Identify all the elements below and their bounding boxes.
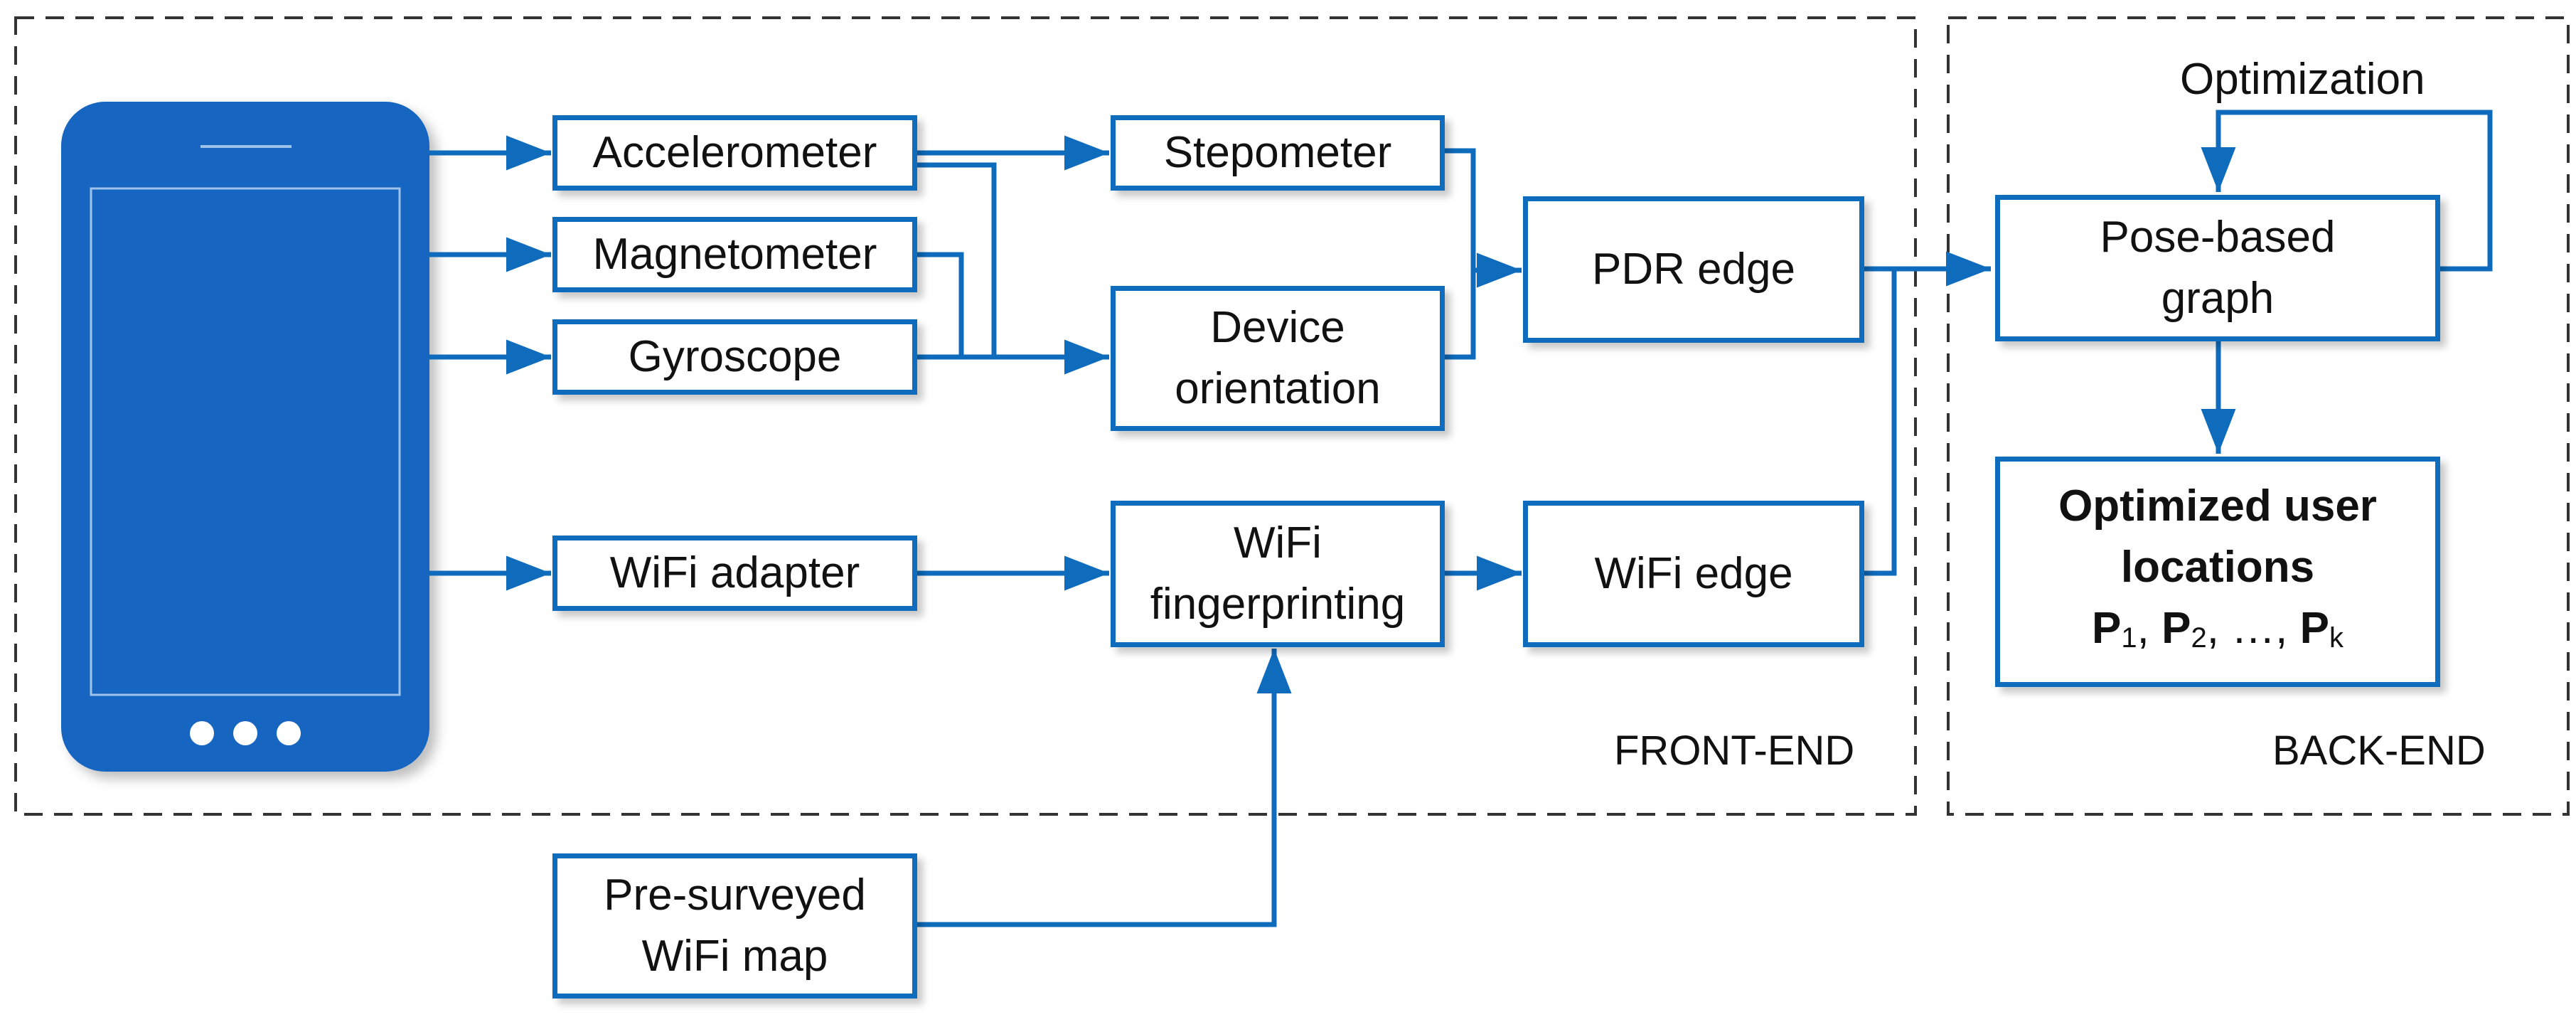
magnetometer-label: Magnetometer bbox=[592, 230, 877, 279]
optimization-label: Optimization bbox=[2180, 55, 2425, 104]
edge-accelerometer-orientation bbox=[917, 162, 997, 357]
point-ellipsis: … bbox=[2231, 603, 2276, 653]
front-end-label: FRONT-END bbox=[1614, 728, 1855, 774]
back-end-label: BACK-END bbox=[2272, 728, 2486, 774]
point-pk-symbol: P bbox=[2299, 603, 2329, 653]
stepometer-box: Stepometer bbox=[1111, 115, 1445, 191]
stepometer-label: Stepometer bbox=[1163, 128, 1392, 177]
back-end-region bbox=[1947, 16, 2570, 816]
point-separator: , bbox=[2275, 603, 2300, 653]
optimized-locations-line-2: locations bbox=[2120, 542, 2315, 592]
presurveyed-map-line-2: WiFi map bbox=[641, 932, 828, 981]
accelerometer-label: Accelerometer bbox=[592, 128, 877, 177]
phone-dot-icon bbox=[190, 721, 214, 745]
optimized-locations-line-1: Optimized user bbox=[2058, 481, 2377, 531]
edge-presurveyed-fingerprinting bbox=[917, 649, 1292, 927]
front-end-region bbox=[14, 16, 1917, 816]
optimized-locations-box: Optimized user locations P1, P2, …, Pk bbox=[1995, 457, 2440, 687]
phone-screen bbox=[90, 187, 401, 696]
pose-graph-line-1: Pose-based bbox=[2100, 213, 2336, 262]
point-p2-subscript: 2 bbox=[2191, 622, 2207, 654]
point-pk-subscript: k bbox=[2329, 622, 2343, 654]
presurveyed-map-box: Pre-surveyed WiFi map bbox=[552, 853, 917, 999]
gyroscope-box: Gyroscope bbox=[552, 319, 917, 395]
magnetometer-box: Magnetometer bbox=[552, 217, 917, 292]
wifi-edge-label: WiFi edge bbox=[1594, 549, 1793, 598]
wifi-fingerprinting-line-2: fingerprinting bbox=[1150, 580, 1406, 629]
point-separator: , bbox=[2206, 603, 2232, 653]
edge-wifi-posegraph bbox=[1864, 269, 1897, 576]
pose-graph-box: Pose-based graph bbox=[1995, 195, 2440, 341]
phone-dot-icon bbox=[277, 721, 301, 745]
phone-dot-icon bbox=[233, 721, 257, 745]
wifi-adapter-label: WiFi adapter bbox=[609, 548, 860, 597]
wifi-fingerprinting-line-1: WiFi bbox=[1234, 518, 1322, 568]
wifi-fingerprinting-box: WiFi fingerprinting bbox=[1111, 501, 1445, 647]
point-p1-subscript: 1 bbox=[2121, 622, 2137, 654]
gyroscope-label: Gyroscope bbox=[628, 332, 842, 381]
pose-graph-line-2: graph bbox=[2161, 274, 2275, 323]
accelerometer-box: Accelerometer bbox=[552, 115, 917, 191]
point-p2-symbol: P bbox=[2161, 603, 2191, 653]
edge-optimization-loop bbox=[2201, 110, 2493, 272]
point-p1-symbol: P bbox=[2092, 603, 2122, 653]
optimized-points: P1, P2, …, Pk bbox=[2092, 598, 2343, 669]
device-orientation-line-2: orientation bbox=[1175, 364, 1381, 413]
presurveyed-map-line-1: Pre-surveyed bbox=[604, 870, 866, 920]
device-orientation-box: Device orientation bbox=[1111, 286, 1445, 431]
edge-magnetometer-orientation bbox=[917, 252, 964, 357]
edge-orientation-pdr bbox=[1445, 270, 1476, 360]
edge-stepometer-pdr bbox=[1445, 148, 1476, 270]
device-orientation-line-1: Device bbox=[1210, 303, 1345, 352]
pdr-edge-label: PDR edge bbox=[1591, 245, 1796, 294]
wifi-adapter-box: WiFi adapter bbox=[552, 536, 917, 611]
smartphone-icon bbox=[61, 102, 429, 772]
point-separator: , bbox=[2137, 603, 2162, 653]
pdr-edge-box: PDR edge bbox=[1523, 196, 1864, 343]
wifi-edge-box: WiFi edge bbox=[1523, 501, 1864, 647]
